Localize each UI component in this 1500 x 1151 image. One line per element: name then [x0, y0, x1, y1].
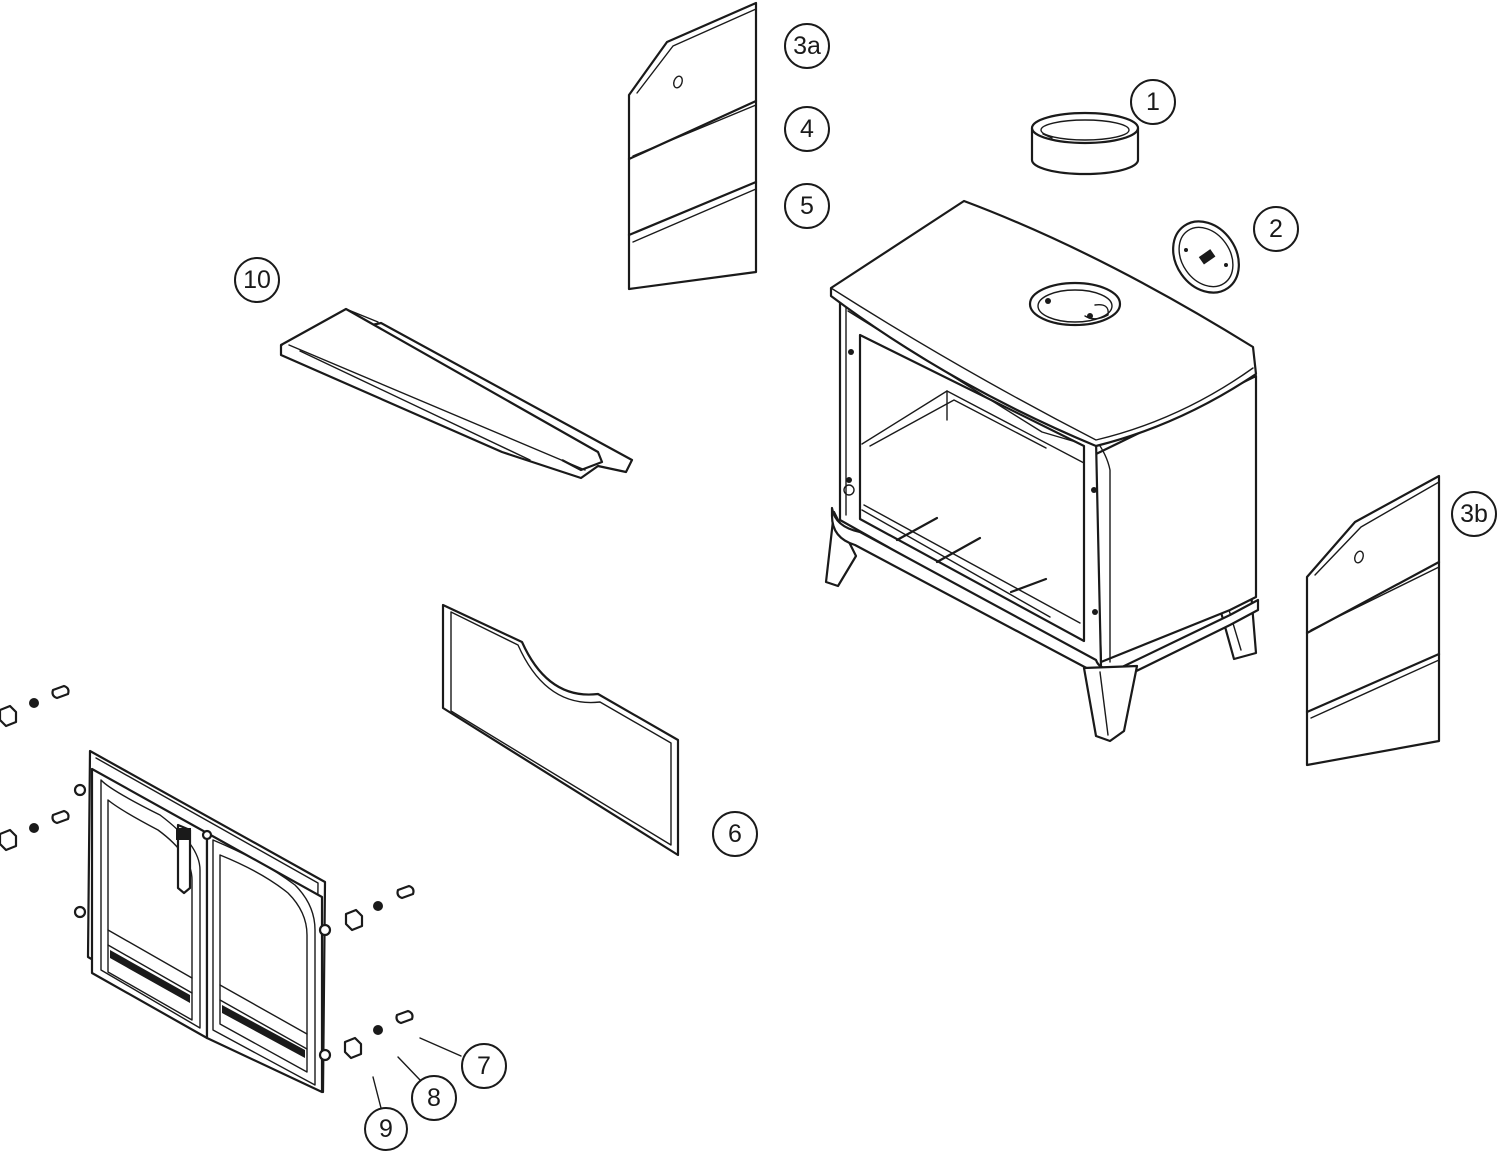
- svg-text:9: 9: [379, 1115, 393, 1143]
- callout-10: 10: [234, 257, 280, 303]
- fixing-set-mid-left: [0, 809, 70, 852]
- svg-text:7: 7: [477, 1052, 491, 1080]
- blanking-plate: [1172, 220, 1240, 294]
- callout-3a: 3a: [784, 23, 830, 69]
- callout-6: 6: [712, 811, 758, 857]
- callout-2: 2: [1253, 206, 1299, 252]
- svg-text:1: 1: [1146, 88, 1160, 116]
- svg-text:10: 10: [243, 266, 271, 294]
- door-assembly: [73, 749, 332, 1094]
- svg-text:4: 4: [800, 115, 814, 143]
- callout-9: 9: [364, 1107, 408, 1151]
- callout-3b: 3b: [1451, 491, 1497, 537]
- callout-7: 7: [461, 1043, 507, 1089]
- fixing-set-mid-right: [344, 884, 415, 932]
- svg-text:6: 6: [728, 820, 742, 848]
- side-brick-set-right: [1305, 474, 1441, 767]
- side-brick-set-left: [627, 1, 758, 291]
- callout-8: 8: [411, 1075, 457, 1121]
- callout-1: 1: [1130, 79, 1176, 125]
- svg-text:2: 2: [1269, 215, 1283, 243]
- baffle-plate: [279, 307, 634, 480]
- callout-5: 5: [784, 183, 830, 229]
- flue-collar: [1030, 111, 1140, 176]
- fixing-set-bottom-right: [343, 1009, 414, 1060]
- fixing-set-top-left: [0, 684, 70, 728]
- svg-text:3b: 3b: [1460, 500, 1488, 528]
- door-glass-panel: [441, 603, 680, 857]
- svg-text:3a: 3a: [793, 32, 821, 60]
- svg-text:5: 5: [800, 192, 814, 220]
- stove-body: [824, 199, 1260, 743]
- leader-lines: [372, 1037, 462, 1109]
- callout-4: 4: [784, 106, 830, 152]
- svg-text:8: 8: [427, 1084, 441, 1112]
